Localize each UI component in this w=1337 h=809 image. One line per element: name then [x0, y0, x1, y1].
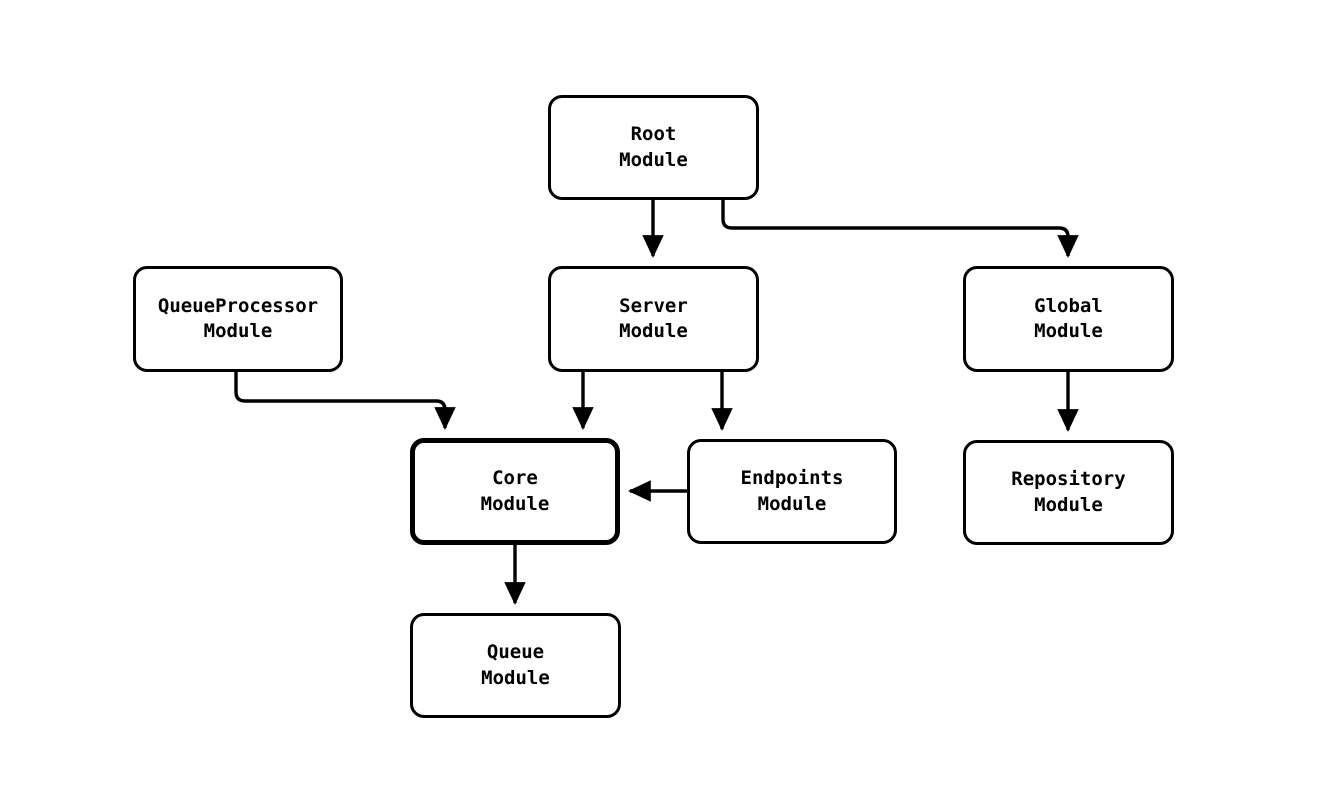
- node-server-module-label: Server Module: [619, 294, 688, 342]
- node-queueprocessor-module[interactable]: QueueProcessor Module: [133, 266, 343, 372]
- node-queue-module-label: Queue Module: [481, 641, 550, 689]
- node-repository-module[interactable]: Repository Module: [963, 440, 1174, 545]
- node-root-module-label: Root Module: [619, 123, 688, 171]
- node-server-module[interactable]: Server Module: [548, 266, 759, 372]
- edge-root-to-global: [721, 200, 1079, 258]
- node-endpoints-module-label: Endpoints Module: [740, 467, 844, 515]
- edge-queueprocessor-to-core: [234, 372, 456, 430]
- node-core-module-label: Core Module: [480, 467, 550, 515]
- node-endpoints-module[interactable]: Endpoints Module: [687, 439, 897, 544]
- node-root-module[interactable]: Root Module: [548, 95, 759, 200]
- node-repository-module-label: Repository Module: [1011, 468, 1126, 516]
- node-global-module[interactable]: Global Module: [963, 266, 1174, 372]
- node-core-module[interactable]: Core Module: [410, 438, 620, 545]
- node-global-module-label: Global Module: [1034, 294, 1103, 342]
- node-queue-module[interactable]: Queue Module: [410, 613, 621, 718]
- node-queueprocessor-module-label: QueueProcessor Module: [157, 294, 319, 342]
